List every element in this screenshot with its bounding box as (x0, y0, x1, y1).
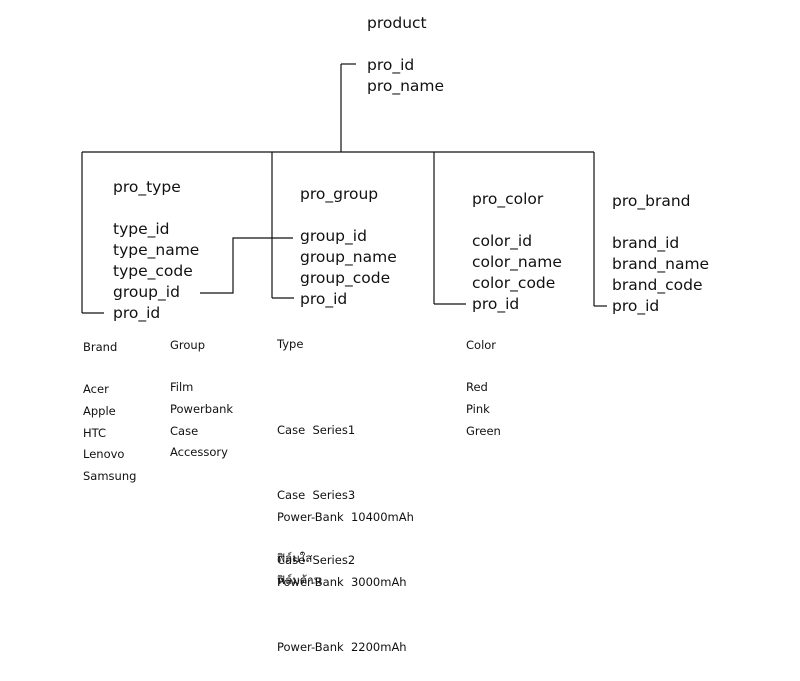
brand-list-title: Brand (83, 340, 118, 354)
color-list-title: Color (466, 338, 497, 352)
brand-list: Acer Apple HTC Lenovo Samsung (83, 379, 136, 488)
pro-brand-field: pro_id (612, 297, 660, 315)
pro-brand-field: brand_id (612, 234, 680, 252)
pro-color-field: color_code (472, 274, 556, 292)
group-list-title: Group (170, 338, 206, 352)
group-item: Powerbank (170, 401, 234, 416)
connector-lines (81, 63, 607, 314)
pro-color-field: color_name (472, 253, 562, 271)
pro-group-field: group_name (300, 248, 397, 266)
type-list-title: Type (277, 337, 304, 351)
brand-item: Acer (83, 382, 109, 396)
pro-type-fields: type_id type_name type_code group_id pro… (113, 219, 199, 324)
product-title: product (367, 14, 427, 32)
color-item: Red (466, 380, 488, 394)
product-fields: pro_id pro_name (367, 55, 444, 97)
brand-item: Apple (83, 403, 116, 418)
pro-type-field: group_id (113, 283, 180, 301)
brand-item: Samsung (83, 469, 137, 484)
pro-group-field: pro_id (300, 290, 348, 308)
pro-brand-field: brand_name (612, 255, 710, 273)
group-item: Film (170, 380, 194, 394)
brand-item: Lenovo (83, 447, 125, 462)
pro-brand-field: brand_code (612, 276, 703, 294)
color-item: Green (466, 423, 501, 438)
pro-type-field: type_id (113, 220, 170, 238)
color-item: Pink (466, 401, 490, 416)
pro-brand-fields: brand_id brand_name brand_code pro_id (612, 233, 709, 317)
pro-color-field: pro_id (472, 295, 520, 313)
group-item: Case (170, 423, 199, 438)
type-list-case: Case Series1 Case Series3 Case Series2 (277, 376, 355, 594)
type-item: Case Series2 (277, 553, 356, 568)
pro-type-field: type_code (113, 262, 193, 280)
type-list-film: ฟิล์มใส ฟิล์มด้าน (277, 548, 322, 592)
type-item: Case Series3 (277, 487, 356, 502)
group-list: Film Powerbank Case Accessory (170, 377, 233, 464)
pro-color-title: pro_color (472, 190, 544, 208)
color-list: Red Pink Green (466, 377, 501, 442)
type-item: Case Series1 (277, 422, 356, 437)
type-item: ฟิล์มใส (277, 551, 313, 565)
pro-group-title: pro_group (300, 185, 379, 203)
pro-brand-title: pro_brand (612, 192, 691, 210)
type-item: Power-Bank 10400mAh (277, 509, 414, 524)
group-id-link (200, 237, 293, 294)
type-item: ฟิล์มด้าน (277, 572, 322, 587)
pro-group-fields: group_id group_name group_code pro_id (300, 226, 397, 310)
product-field: pro_id (367, 56, 415, 74)
pro-type-field: pro_id (113, 304, 161, 322)
pro-color-fields: color_id color_name color_code pro_id (472, 231, 562, 315)
pro-type-field: type_name (113, 241, 200, 259)
pro-group-field: group_id (300, 227, 367, 245)
product-field: pro_name (367, 77, 445, 95)
group-item: Accessory (170, 445, 228, 460)
pro-group-field: group_code (300, 269, 391, 287)
brand-item: HTC (83, 425, 107, 440)
type-item: Power-Bank 2200mAh (277, 640, 407, 655)
type-item: Power-Bank 3000mAh (277, 574, 407, 589)
pro-color-field: color_id (472, 232, 533, 250)
pro-type-title: pro_type (113, 178, 181, 196)
